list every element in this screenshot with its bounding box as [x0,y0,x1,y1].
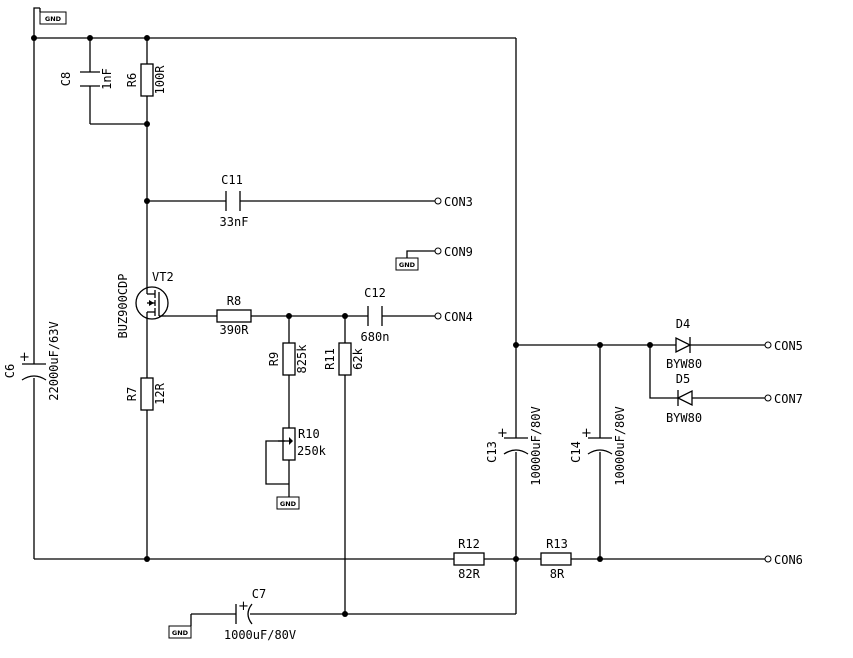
gnd-symbol-con9: GND [395,257,419,271]
connector-con7: CON7 [764,392,803,406]
gnd-symbol-r10: GND [276,496,300,510]
connector-con5: CON5 [764,339,803,353]
capacitor-c13: + C13 10000uF/80V [485,406,543,485]
svg-text:GND: GND [399,261,416,269]
svg-text:BYW80: BYW80 [666,357,702,371]
svg-text:22000uF/63V: 22000uF/63V [47,321,61,400]
capacitor-c12: C12 680n [361,286,390,344]
resistor-r9: R9 825k [267,342,309,376]
svg-text:82R: 82R [458,567,480,581]
svg-text:R13: R13 [546,537,568,551]
svg-text:R6: R6 [125,73,139,87]
capacitor-c6: + C6 22000uF/63V [3,321,61,400]
gnd-symbol-c7: GND [168,614,192,639]
svg-text:BUZ900CDP: BUZ900CDP [116,273,130,338]
svg-text:R10: R10 [298,427,320,441]
svg-text:+: + [581,426,592,441]
connector-con9: CON9 [434,245,473,259]
svg-text:R12: R12 [458,537,480,551]
svg-text:CON9: CON9 [444,245,473,259]
diode-d5: D5 BYW80 [666,372,702,425]
svg-text:GND: GND [280,500,297,508]
resistor-r12: R12 82R [453,537,485,581]
svg-text:+: + [238,599,249,614]
svg-text:CON4: CON4 [444,310,473,324]
svg-text:D4: D4 [676,317,690,331]
svg-text:62k: 62k [351,347,365,369]
junctions [31,35,653,617]
svg-text:CON6: CON6 [774,553,803,567]
connector-con3: CON3 [434,195,473,209]
resistor-r7: R7 12R [125,377,167,411]
svg-text:+: + [497,426,508,441]
svg-text:CON5: CON5 [774,339,803,353]
svg-text:33nF: 33nF [220,215,249,229]
gnd-symbol-top: GND [39,8,67,25]
svg-text:R8: R8 [227,294,241,308]
svg-text:100R: 100R [153,65,167,95]
resistor-r11: R11 62k [323,342,365,376]
svg-text:VT2: VT2 [152,270,174,284]
svg-text:GND: GND [172,629,189,637]
capacitor-c11: C11 33nF [220,173,249,229]
svg-text:C13: C13 [485,441,499,463]
svg-text:825k: 825k [295,344,309,374]
mosfet-vt2: VT2 BUZ900CDP [116,270,174,339]
svg-text:CON3: CON3 [444,195,473,209]
svg-text:1nF: 1nF [100,68,114,90]
capacitor-c8: C8 1nF [59,68,114,90]
svg-text:12R: 12R [153,382,167,404]
resistor-r6: R6 100R [125,63,167,97]
svg-text:C11: C11 [221,173,243,187]
resistor-r13: R13 8R [540,537,572,581]
svg-text:D5: D5 [676,372,690,386]
capacitor-c7: + C7 1000uF/80V [224,587,296,642]
svg-text:10000uF/80V: 10000uF/80V [613,406,627,485]
svg-text:C7: C7 [252,587,266,601]
svg-text:R7: R7 [125,387,139,401]
wires [33,7,765,615]
svg-text:250k: 250k [297,444,327,458]
diode-d4: D4 BYW80 [666,317,702,371]
svg-text:C8: C8 [59,72,73,86]
svg-text:R11: R11 [323,348,337,370]
svg-text:CON7: CON7 [774,392,803,406]
capacitor-c14: + C14 10000uF/80V [569,406,627,485]
svg-text:GND: GND [45,15,62,23]
svg-text:8R: 8R [550,567,565,581]
svg-text:390R: 390R [220,323,250,337]
svg-text:R9: R9 [267,352,281,366]
svg-text:1000uF/80V: 1000uF/80V [224,628,296,642]
svg-text:C6: C6 [3,364,17,378]
connector-con4: CON4 [434,310,473,324]
svg-text:C12: C12 [364,286,386,300]
svg-text:10000uF/80V: 10000uF/80V [529,406,543,485]
svg-text:C14: C14 [569,441,583,463]
svg-text:BYW80: BYW80 [666,411,702,425]
resistor-r8: R8 390R [216,294,252,337]
svg-text:680n: 680n [361,330,390,344]
connector-con6: CON6 [764,553,803,567]
potentiometer-r10: R10 250k [278,427,327,461]
svg-text:+: + [19,350,30,365]
